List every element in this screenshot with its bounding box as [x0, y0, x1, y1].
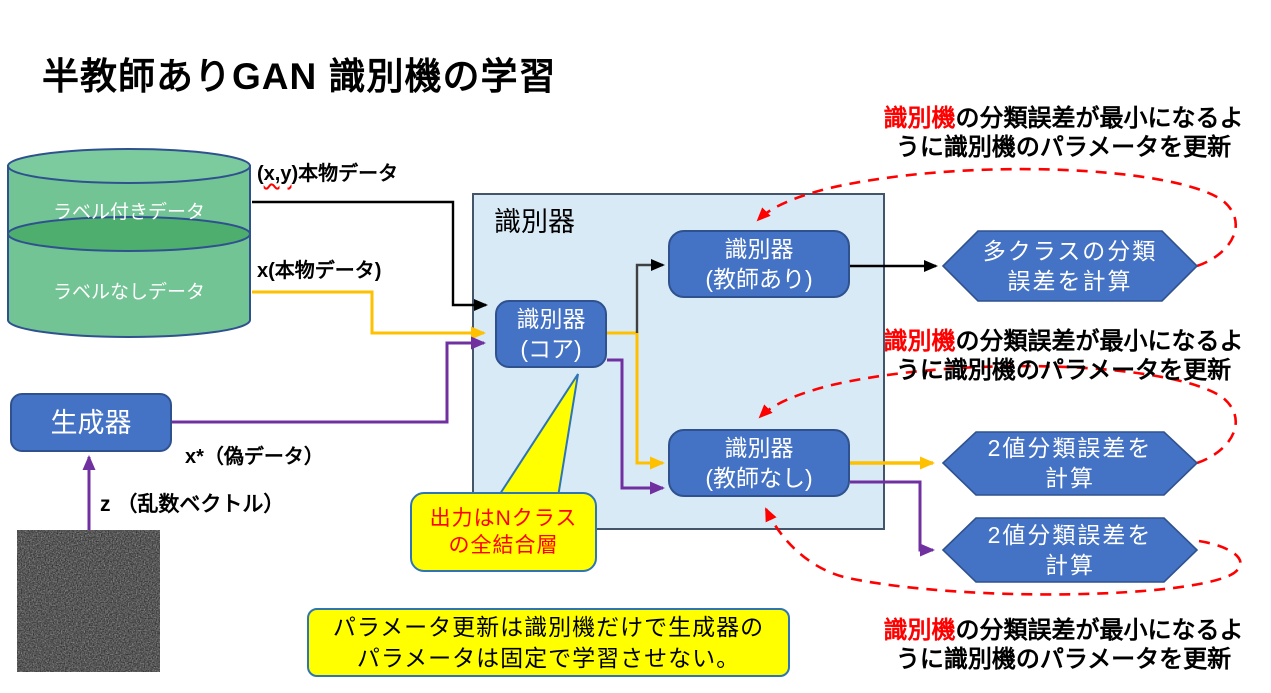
- callout-n-class: 出力はNクラス の全結合層: [410, 492, 597, 572]
- annotation-bottom-line2: うに識別機のパラメータを更新: [895, 646, 1232, 673]
- xy-wavy-part: x,y: [263, 163, 292, 185]
- annotation-top-line2: うに識別機のパラメータを更新: [895, 134, 1232, 161]
- unsupervised-line2: (教師なし): [705, 465, 813, 491]
- arrow-unlabeled-data-to-core: [252, 290, 486, 340]
- cylinder-middle-ellipse: [7, 216, 251, 252]
- core-line1: 識別器: [516, 306, 586, 332]
- hexagon-binary-loss-2: [941, 517, 1199, 583]
- callout-tail: [496, 373, 579, 498]
- arrow-generator-to-core: [172, 336, 486, 424]
- callout-line2: の全結合層: [448, 534, 559, 557]
- generator-label: 生成器: [50, 407, 132, 438]
- annotation-bottom: 識別機の分類誤差が最小になるよ うに識別機のパラメータを更新: [858, 616, 1269, 674]
- xy-rest: )本物データ: [291, 163, 399, 185]
- annotation-top-line1: 識別機の分類誤差が最小になるよ: [858, 104, 1269, 133]
- binary-loss-2-line1: 2値分類誤差を: [987, 522, 1153, 548]
- annotation-middle-line1-rest: の分類誤差が最小になるよ: [955, 328, 1244, 355]
- unsupervised-line1: 識別器: [724, 435, 794, 461]
- annotation-middle-highlight: 識別機: [883, 328, 956, 355]
- annotation-middle-line2: うに識別機のパラメータを更新: [895, 357, 1232, 384]
- supervised-line1: 識別器: [724, 236, 794, 262]
- annotation-bottom-line1-rest: の分類誤差が最小になるよ: [955, 617, 1244, 644]
- discriminator-panel-label: 識別器: [494, 207, 575, 237]
- callout-line1: 出力はNクラス: [429, 507, 578, 530]
- annotation-bottom-highlight: 識別機: [883, 617, 956, 644]
- arrow-core-to-unsupervised-orange: [607, 331, 665, 470]
- cylinder-top-ellipse: [7, 148, 251, 184]
- discriminator-supervised-box: 識別器 (教師あり): [668, 230, 850, 298]
- core-line2: (コア): [520, 336, 582, 362]
- annotation-top-line1-rest: の分類誤差が最小になるよ: [955, 105, 1244, 132]
- arrow-unsupervised-to-binary2: [850, 480, 935, 557]
- binary-loss-1-label: 2値分類誤差を 計算: [943, 433, 1197, 493]
- database-cylinder: [7, 148, 251, 338]
- feedback-arc-unsupervised-bottom: [764, 507, 1242, 596]
- discriminator-core-box: 識別器 (コア): [495, 300, 607, 368]
- annotation-top: 識別機の分類誤差が最小になるよ うに識別機のパラメータを更新: [858, 104, 1269, 162]
- labeled-data-label: ラベル付きデータ: [52, 202, 205, 223]
- annotation-middle-line1: 識別機の分類誤差が最小になるよ: [858, 327, 1269, 356]
- binary-loss-1-line2: 計算: [1045, 465, 1095, 491]
- discriminator-unsupervised-box: 識別器 (教師なし): [668, 429, 850, 497]
- hexagon-binary-loss-1: [941, 431, 1199, 496]
- page-title: 半教師ありGAN 識別機の学習: [42, 56, 557, 97]
- supervised-line2: (教師あり): [705, 266, 813, 292]
- x-real-data-label: x(本物データ): [257, 260, 382, 282]
- unlabeled-data-label: ラベルなしデータ: [52, 282, 205, 303]
- annotation-top-highlight: 識別機: [883, 105, 956, 132]
- annotation-middle: 識別機の分類誤差が最小になるよ うに識別機のパラメータを更新: [858, 327, 1269, 385]
- z-vector-label: z （乱数ベクトル）: [100, 493, 285, 516]
- annotation-bottom-line1: 識別機の分類誤差が最小になるよ: [858, 616, 1269, 645]
- feedback-arc-supervised: [756, 167, 1237, 268]
- hexagon-multiclass-loss: [941, 230, 1199, 302]
- generator-box: 生成器: [10, 393, 172, 452]
- note-parameter-update: パラメータ更新は識別機だけで生成器の パラメータは固定で学習させない。: [307, 608, 790, 677]
- note-line1: パラメータ更新は識別機だけで生成器の: [332, 613, 765, 640]
- arrow-labeled-data-to-core: [252, 200, 488, 311]
- x-fake-data-label: x*（偽データ）: [185, 446, 324, 468]
- binary-loss-2-label: 2値分類誤差を 計算: [943, 520, 1197, 580]
- multiclass-loss-line2: 誤差を計算: [1007, 268, 1133, 294]
- multiclass-loss-label: 多クラスの分類 誤差を計算: [943, 236, 1197, 296]
- xy-open-paren: (: [257, 163, 264, 185]
- arrow-core-to-unsupervised-purple: [607, 358, 665, 495]
- xy-real-data-label: (x,y)本物データ: [257, 157, 398, 186]
- feedback-arc-unsupervised-top: [758, 364, 1237, 465]
- arrow-core-to-supervised: [635, 259, 665, 333]
- binary-loss-1-line1: 2値分類誤差を: [987, 435, 1153, 461]
- note-line2: パラメータは固定で学習させない。: [356, 644, 741, 671]
- binary-loss-2-line2: 計算: [1045, 552, 1095, 578]
- noise-image: [17, 530, 160, 672]
- multiclass-loss-line1: 多クラスの分類: [982, 238, 1158, 264]
